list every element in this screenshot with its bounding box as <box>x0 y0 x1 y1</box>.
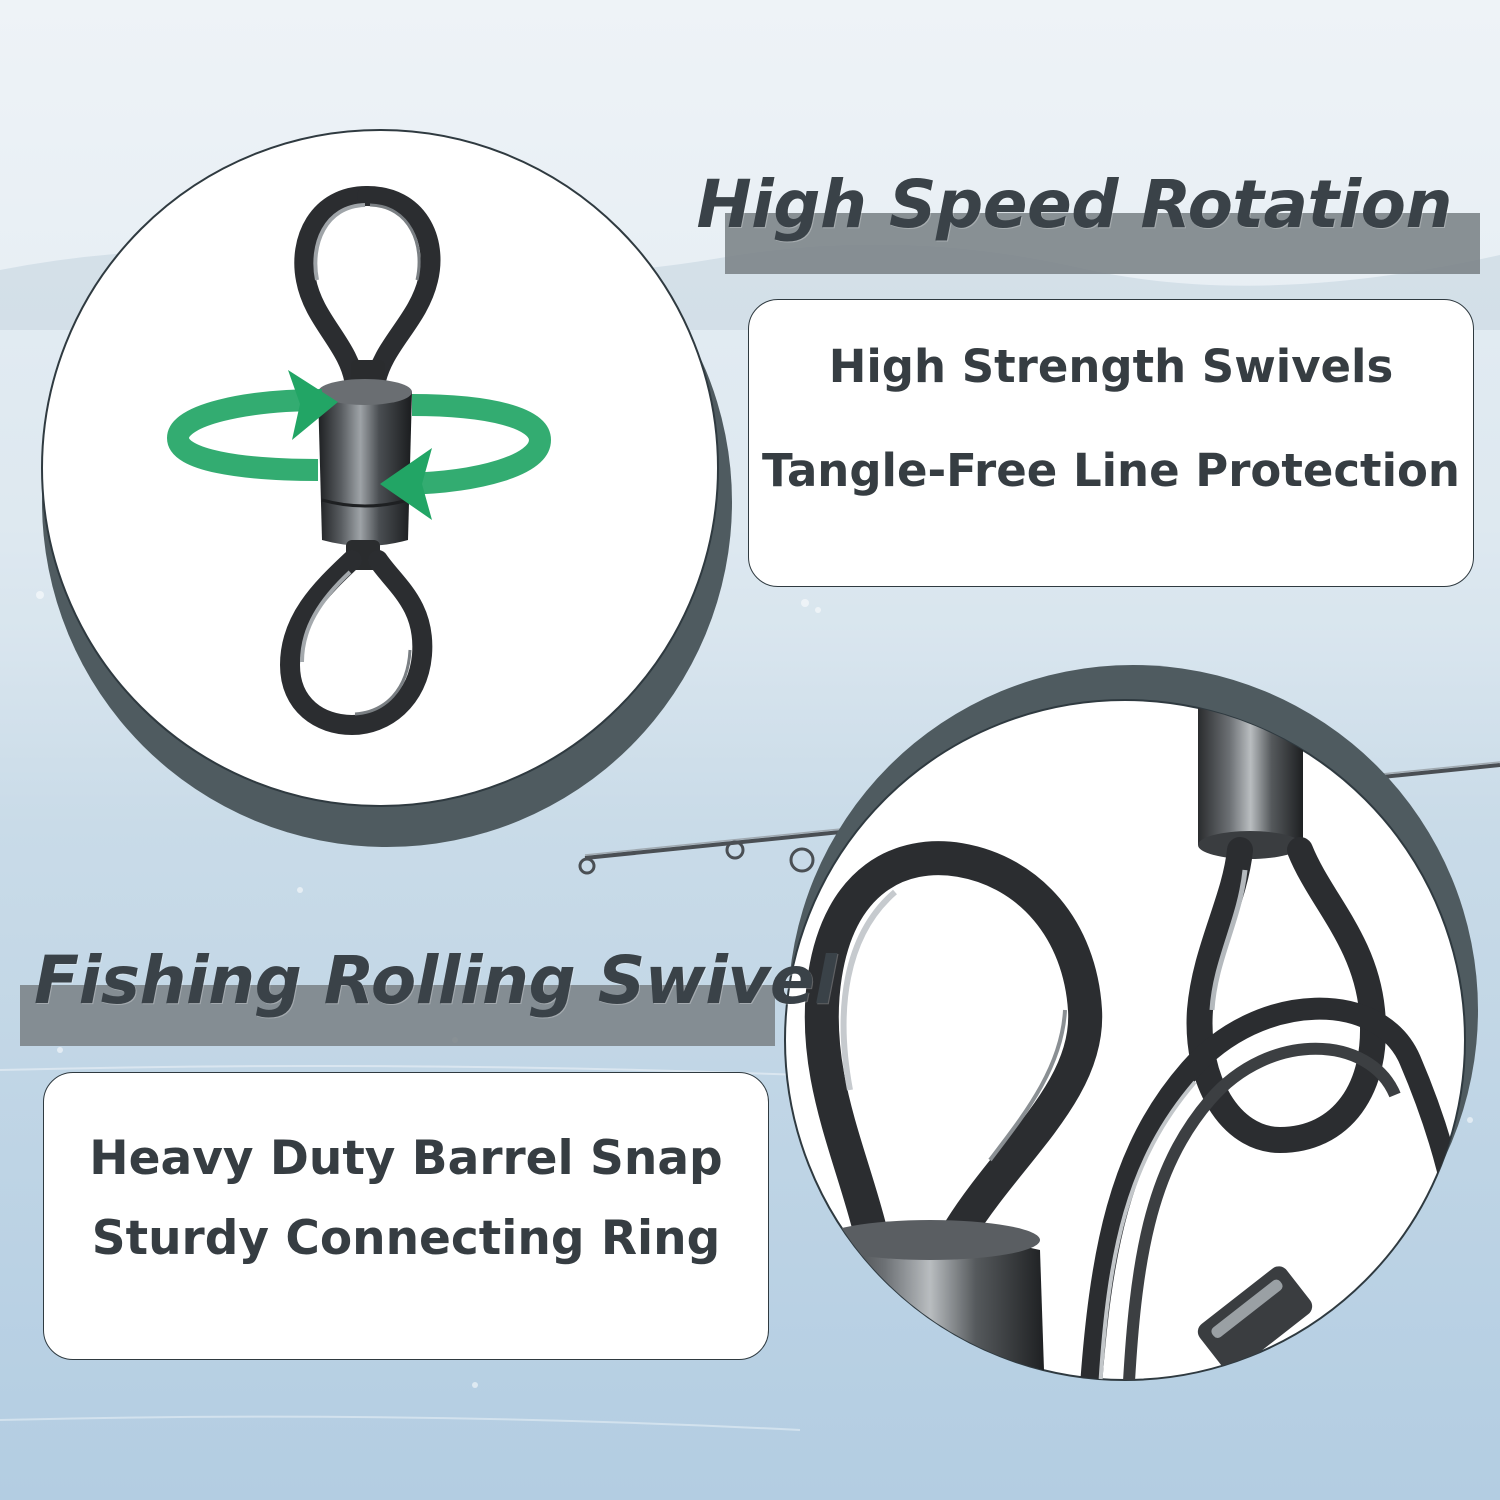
rolling-swivel-image <box>279 186 441 736</box>
heading-band <box>725 213 1480 274</box>
feature-line: Sturdy Connecting Ring <box>91 1211 721 1266</box>
rotation-arrow-icon <box>166 370 552 520</box>
feature-line: Tangle-Free Line Protection <box>762 444 1460 497</box>
heading-high-speed-rotation: High Speed Rotation <box>696 166 1452 243</box>
feature-line: High Strength Swivels <box>828 340 1394 393</box>
feature-line: Heavy Duty Barrel Snap <box>89 1131 723 1186</box>
feature-card-top: High Strength Swivels Tangle-Free Line P… <box>748 299 1474 587</box>
feature-card-bottom: Heavy Duty Barrel Snap Sturdy Connecting… <box>43 1072 769 1360</box>
heading-band <box>20 985 775 1046</box>
heading-fishing-rolling-swivel: Fishing Rolling Swivel <box>34 942 837 1019</box>
